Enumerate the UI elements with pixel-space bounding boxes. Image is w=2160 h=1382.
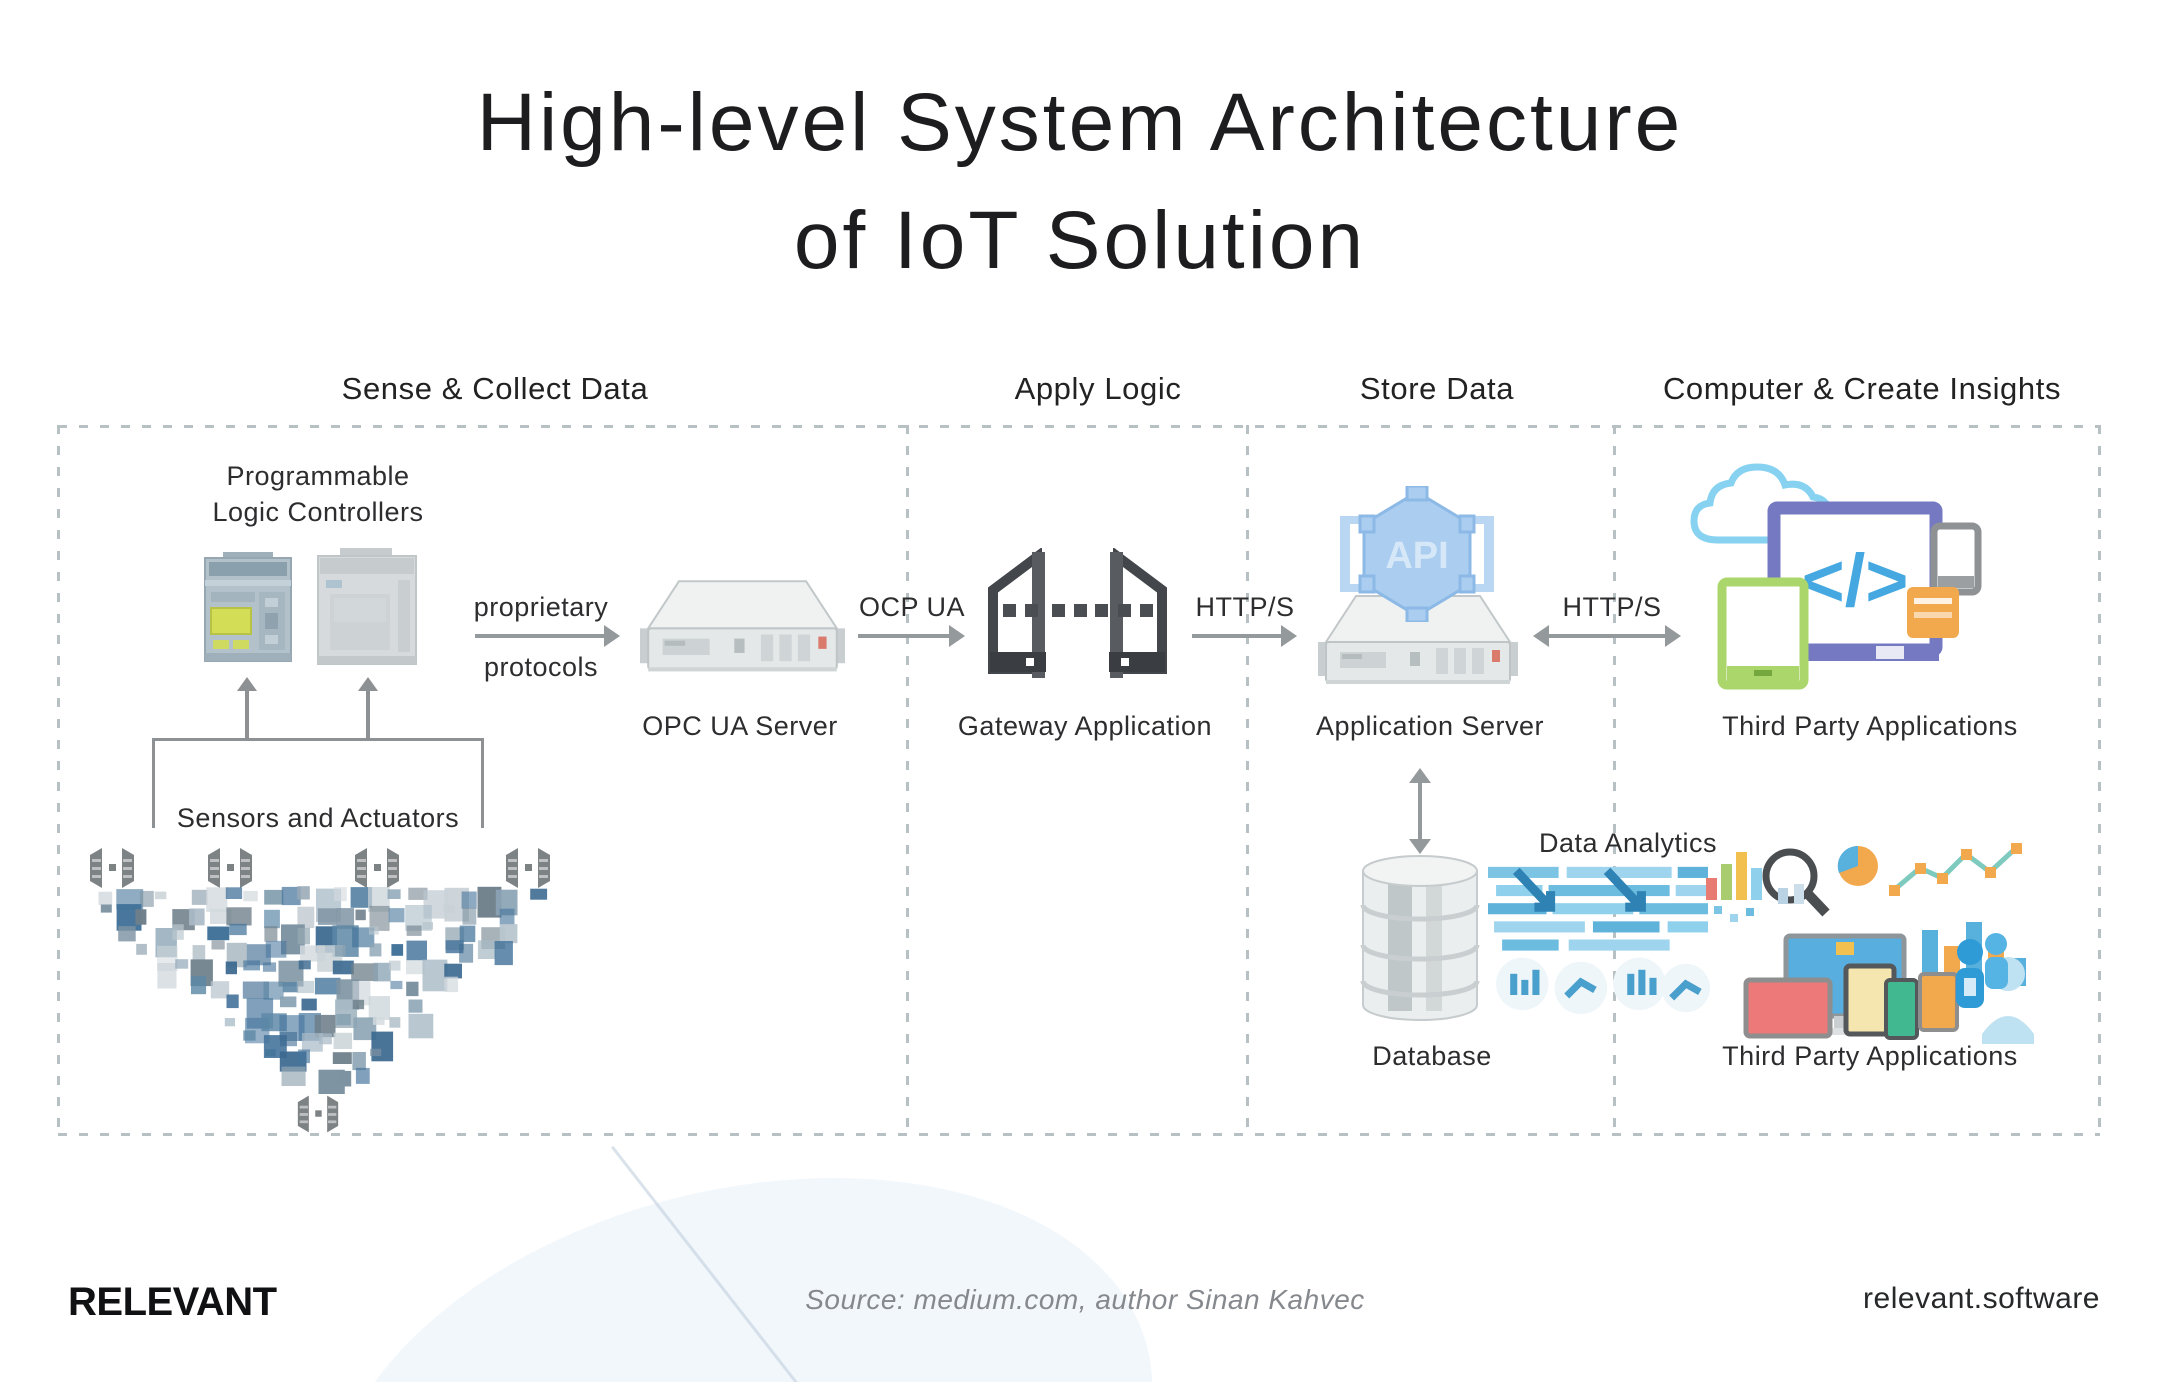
website-link[interactable]: relevant.software (1863, 1282, 2100, 1315)
sensor-icon (506, 848, 550, 888)
sensor-bracket-top (152, 738, 484, 741)
third-party-apps-bottom-icon (1706, 843, 2034, 1044)
storage-box-icon (1907, 587, 1959, 638)
application-server-label: Application Server (1315, 711, 1545, 741)
sensor-bracket-left (152, 738, 155, 828)
sensors-label: Sensors and Actuators (176, 803, 460, 833)
arrow-server-database (1409, 768, 1431, 854)
pie-chart-icon (1837, 845, 1878, 886)
plc-label: Programmable Logic Controllers (212, 461, 424, 527)
tablet-icon (1717, 577, 1809, 690)
divider-sense-logic (906, 425, 909, 1134)
section-header-sense: Sense & Collect Data (341, 371, 649, 406)
factory-image (98, 886, 548, 1094)
third-party-apps-bottom-label: Third Party Applications (1722, 1041, 2018, 1071)
sensor-icon (90, 848, 134, 888)
divider-logic-store (1246, 425, 1249, 1134)
phone-icon (1884, 978, 1919, 1040)
database-icon (1360, 855, 1480, 1021)
third-party-apps-top-label: Third Party Applications (1722, 711, 2018, 741)
plc-left-icon (204, 552, 292, 662)
line-chart-icon (1889, 843, 2022, 896)
magnifier-icon (1762, 848, 1830, 917)
section-header-store: Store Data (1359, 371, 1515, 406)
tablet-icon (1918, 972, 1959, 1032)
api-badge: API (1385, 535, 1448, 577)
gateway-label: Gateway Application (957, 711, 1213, 741)
section-header-logic: Apply Logic (1014, 371, 1182, 406)
smartphone-icon (1930, 522, 1982, 596)
background-watermark-shape (269, 1096, 1211, 1382)
third-party-apps-top-icon: </> (1690, 463, 1982, 690)
relevant-logo: RELEVANT (68, 1280, 277, 1324)
code-glyph: </> (1802, 539, 1909, 622)
page-title-line2: of IoT Solution (793, 195, 1367, 286)
plc-right-up-arrow (358, 677, 378, 741)
data-analytics-icon (1488, 866, 1710, 1015)
gateway-icon (988, 548, 1167, 678)
frame-top-border (58, 425, 2100, 428)
api-gear-icon: API (1340, 486, 1494, 622)
https-label-1: HTTP/S (1195, 592, 1295, 622)
database-label: Database (1372, 1041, 1492, 1071)
opc-ua-server-label: OPC UA Server (642, 711, 838, 741)
arrow-ocp-ua (858, 625, 965, 647)
arrow-https-1 (1192, 625, 1297, 647)
frame-bottom-border (58, 1133, 2100, 1136)
arrow-proprietary (475, 625, 620, 647)
protocols-label: protocols (483, 652, 599, 682)
gateway-dashed-link (1003, 604, 1153, 617)
plc-left-up-arrow (237, 677, 257, 741)
laptop-icon (1743, 977, 1833, 1039)
sensor-icon (208, 848, 252, 888)
plc-right-icon (317, 548, 417, 665)
source-credit: Source: medium.com, author Sinan Kahvec (805, 1284, 1365, 1315)
page-title: High-level System Architecture of IoT So… (0, 64, 2160, 300)
frame-right-border (2098, 425, 2101, 1135)
sensor-icon (355, 848, 399, 888)
proprietary-label: proprietary (473, 592, 609, 622)
keyboard-bar (1799, 644, 1939, 661)
opc-ua-server-icon (640, 580, 845, 673)
page-title-line1: High-level System Architecture (476, 77, 1684, 168)
https-label-2: HTTP/S (1562, 592, 1662, 622)
people-icon (1956, 933, 2034, 1044)
sensor-bracket-right (481, 738, 484, 828)
divider-store-insights (1613, 425, 1616, 1134)
sensor-icon (297, 1095, 339, 1133)
arrow-https-2 (1533, 625, 1681, 647)
ocp-ua-label: OCP UA (858, 592, 966, 622)
section-header-insights: Computer & Create Insights (1662, 371, 2062, 406)
mini-bar-chart-icon (1706, 852, 1762, 922)
frame-left-border (57, 425, 60, 1135)
data-analytics-label: Data Analytics (1538, 828, 1718, 858)
